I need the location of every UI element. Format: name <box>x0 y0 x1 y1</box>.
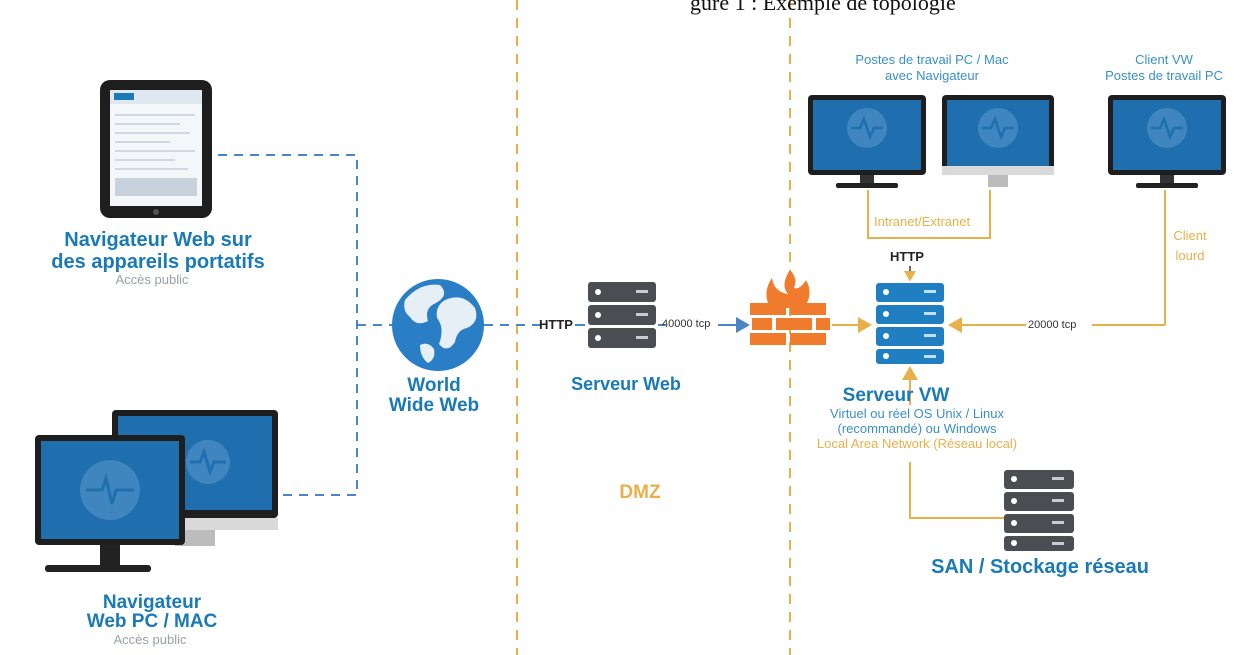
workstations-line2: avec Navigateur <box>885 68 979 83</box>
www-line1: World <box>407 375 461 396</box>
desktop-monitor-icon-ws1 <box>808 95 926 188</box>
mobile-subtitle: Accès public <box>115 272 189 287</box>
client-vw-label: Client VW Postes de travail PC <box>1105 52 1223 84</box>
figure-caption: gure 1 : Exemple de topologie <box>690 0 956 15</box>
pc-subtitle: Accès public <box>113 632 187 647</box>
client-vw-line2: Postes de travail PC <box>1105 68 1223 83</box>
mobile-title-line1: Navigateur Web sur <box>64 229 252 251</box>
pc-title: Navigateur Web PC / MAC <box>87 593 218 631</box>
desktop-monitor-icon-ws2 <box>942 95 1054 187</box>
client-lourd-label: Client lourd <box>1173 226 1206 266</box>
client-vw-line1: Client VW <box>1135 52 1193 67</box>
vw-server-label: Serveur VW <box>842 385 950 406</box>
mobile-title-line2: des appareils portatifs <box>51 251 265 273</box>
server-icon-web <box>588 282 656 348</box>
www-line2: Wide Web <box>388 395 480 416</box>
firewall-icon <box>750 270 830 345</box>
www-label: World Wide Web <box>389 376 479 416</box>
pc-title-line1: Navigateur <box>102 592 202 613</box>
desktop-monitor-icon-client <box>1108 95 1226 188</box>
lan-links <box>832 190 1166 519</box>
client-lourd-line1: Client <box>1173 228 1207 243</box>
web-server-label: Serveur Web <box>571 374 681 394</box>
vw-details-line1: Virtuel ou réel OS Unix / Linux <box>830 406 1004 421</box>
desktop-monitor-icon-front <box>35 435 185 572</box>
workstations-line1: Postes de travail PC / Mac <box>855 52 1009 67</box>
vw-details-line2: (recommandé) ou Windows <box>837 421 997 436</box>
mobile-title: Navigateur Web sur des appareils portati… <box>51 229 264 273</box>
server-icon-vw <box>876 283 944 364</box>
tcp-20000-label: 20000 tcp <box>1028 319 1077 331</box>
intranet-label: Intranet/Extranet <box>874 214 971 229</box>
internet-links <box>218 154 540 496</box>
san-label: SAN / Stockage réseau <box>931 556 1149 578</box>
server-icon-san <box>1004 470 1074 551</box>
http-label-right: HTTP <box>890 249 924 264</box>
dmz-label: DMZ <box>619 482 661 503</box>
http-label-left: HTTP <box>539 317 573 332</box>
tablet-icon <box>100 80 212 218</box>
tcp-40000-label: 40000 tcp <box>662 318 711 330</box>
client-lourd-line2: lourd <box>1175 248 1205 263</box>
monitor-pulse-back <box>186 440 230 484</box>
pc-title-line2: Web PC / MAC <box>86 611 218 632</box>
vw-lan-label: Local Area Network (Réseau local) <box>816 436 1018 451</box>
globe-icon <box>392 279 484 371</box>
workstations-label: Postes de travail PC / Mac avec Navigate… <box>855 52 1008 84</box>
vw-server-details: Virtuel ou réel OS Unix / Linux (recomma… <box>830 406 1004 436</box>
